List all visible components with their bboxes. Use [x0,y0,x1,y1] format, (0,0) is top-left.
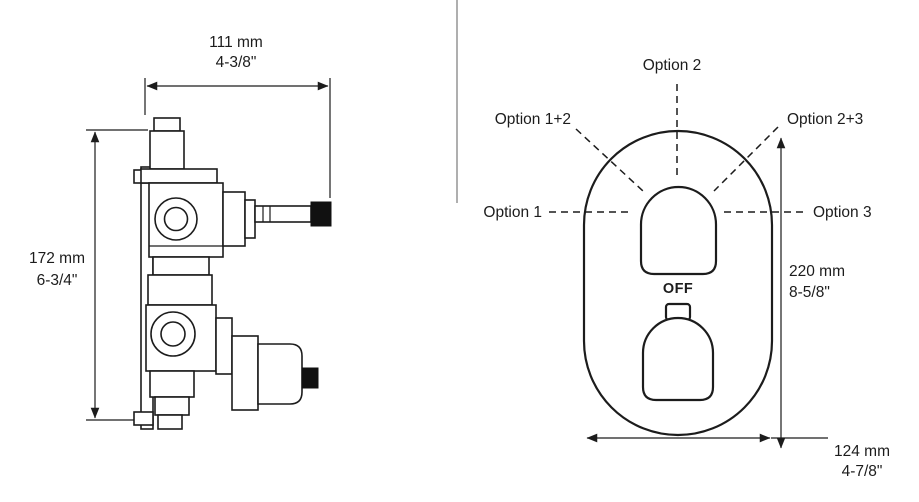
temperature-knob [641,316,715,402]
trim-width-dimension: 124 mm 4-7/8" [586,433,890,480]
valve-height-dimension: 172 mm 6-3/4" [29,129,152,421]
valve-bottom-block [149,370,195,398]
valve-height-metric: 172 mm [29,250,85,267]
valve-top-pipe [149,130,185,170]
option2-3-label: Option 2+3 [787,111,863,128]
option1-2-label: Option 1+2 [495,111,571,128]
valve-mid-block2 [147,274,213,306]
valve-spindle-tip [310,201,332,227]
valve-cartridge-knob [301,367,319,389]
valve-width-dimension: 111 mm 4-3/8" [144,34,331,198]
option1-label: Option 1 [483,204,542,221]
valve-bottom-block2 [154,396,190,416]
trim-height-dimension: 220 mm 8-5/8" [776,137,845,449]
trim-width-imperial: 4-7/8" [842,463,883,480]
valve-mount-tab-bottom [133,411,154,426]
valve-upper-flange [140,168,218,184]
valve-lower-port-inner [160,321,186,347]
valve-width-metric: 111 mm [209,34,263,51]
valve-foot [157,414,183,430]
valve-top-pipe-cap [153,117,181,132]
option1-2-dash-line [575,128,644,192]
valve-height-imperial: 6-3/4" [37,272,78,289]
option3-label: Option 3 [813,204,872,221]
valve-mid-block [152,256,210,276]
valve-upper-step [222,191,246,247]
trim-height-metric: 220 mm [789,263,845,280]
diverter-knob [639,185,718,276]
valve-upper-step2 [244,199,256,239]
valve-upper-port-inner [163,206,189,232]
valve-side-view: 111 mm 4-3/8" 172 mm 6-3/4" [29,34,332,430]
valve-cartridge-step2 [231,335,259,411]
trim-width-metric: 124 mm [834,443,890,460]
trim-height-imperial: 8-5/8" [789,284,830,301]
trim-front-view: OFF Option 2 Option 1+2 Option 2+3 Optio… [483,57,890,480]
valve-cartridge-step1 [215,317,233,375]
off-label: OFF [663,281,693,297]
option2-3-dash-line [713,126,779,192]
valve-cartridge-body [257,343,303,405]
valve-width-imperial: 4-3/8" [216,54,257,71]
option2-label: Option 2 [643,57,702,74]
option-pointer-lines [549,84,807,213]
valve-body [133,117,332,430]
